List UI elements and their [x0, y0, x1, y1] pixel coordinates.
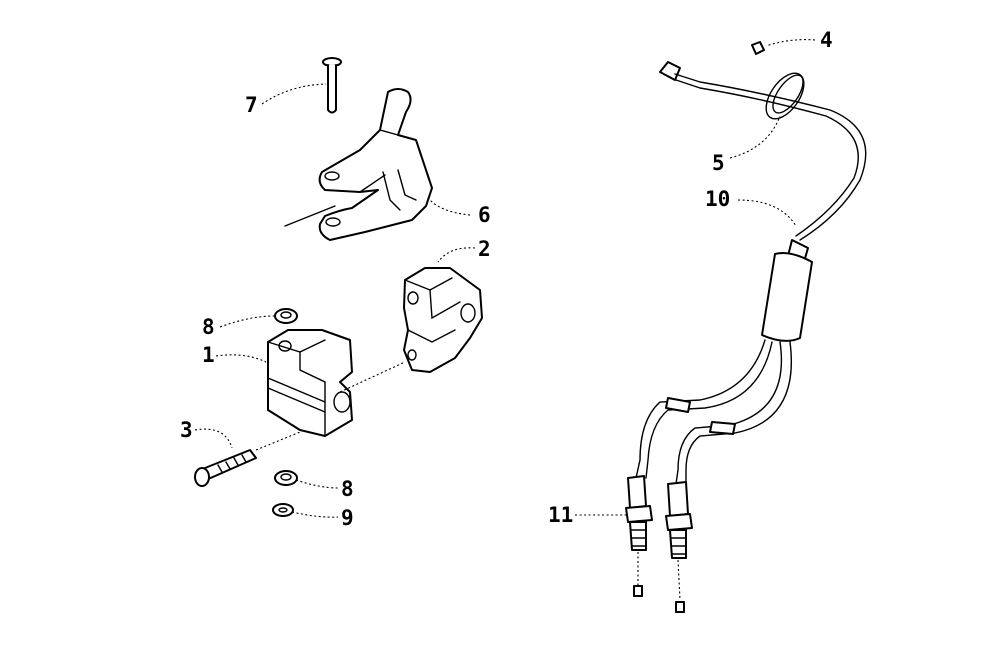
callout-2: 2: [478, 237, 491, 261]
part-6-lever: [284, 88, 433, 241]
leader-6: [427, 197, 471, 216]
callout-5: 5: [712, 151, 725, 175]
part-10-cable: [635, 61, 867, 485]
callout-6: 6: [478, 203, 491, 227]
leader-9: [291, 511, 339, 518]
leader-4: [765, 39, 816, 47]
leader-5: [729, 115, 781, 159]
callout-4: 4: [820, 28, 833, 52]
part-8-nut-lower: [274, 470, 298, 486]
leader-10: [737, 199, 797, 227]
callout-7: 7: [245, 93, 258, 117]
assembly-axis-bolt-to-block: [255, 431, 301, 451]
part-3-bolt: [194, 449, 257, 487]
callout-3: 3: [180, 418, 193, 442]
callout-9: 9: [341, 506, 354, 530]
leader-8-lower: [295, 479, 339, 489]
part-11-adjuster-left: [625, 475, 653, 597]
part-8-nut-upper: [274, 308, 298, 324]
leader-3: [194, 428, 233, 449]
leader-2: [437, 247, 476, 263]
part-5-strap: [765, 72, 805, 120]
callout-8-upper: 8: [202, 315, 215, 339]
callout-10: 10: [705, 187, 730, 211]
assembly-axis-block-to-clamp: [339, 361, 406, 393]
callout-1: 1: [202, 343, 215, 367]
part-4-clip: [751, 41, 765, 55]
part-1-clamp-block: [267, 329, 353, 437]
callout-11: 11: [548, 503, 573, 527]
leader-1: [215, 354, 267, 363]
leader-8-upper: [219, 315, 275, 328]
part-2-clamp-half: [403, 267, 483, 373]
callout-8-lower: 8: [341, 477, 354, 501]
leader-7: [261, 83, 327, 105]
part-9-washer: [272, 503, 294, 517]
part-11-adjuster-right: [665, 481, 693, 613]
part-7-pin: [322, 57, 342, 114]
